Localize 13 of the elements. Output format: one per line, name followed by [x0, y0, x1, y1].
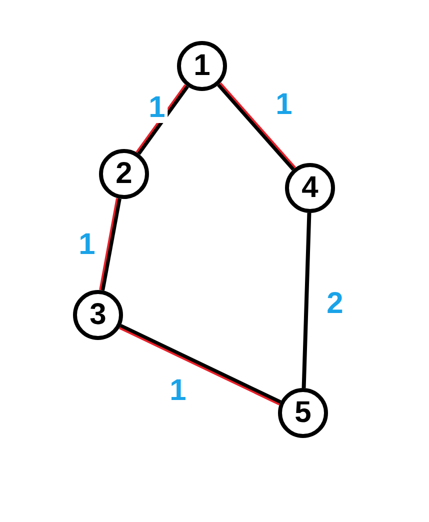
node-number: 3: [90, 300, 106, 330]
node-number: 4: [302, 173, 318, 203]
edge-line: [99, 198, 118, 290]
node-number: 5: [294, 398, 312, 428]
node-number: 2: [116, 159, 132, 189]
node-circle: [99, 149, 149, 199]
node-number: 1: [194, 51, 210, 81]
edge-line: [100, 198, 122, 291]
node-circle: [73, 290, 123, 340]
node-circle: [285, 163, 335, 213]
node-circle: [278, 388, 328, 438]
edge-line: [302, 212, 312, 388]
node-circle: [177, 41, 227, 91]
